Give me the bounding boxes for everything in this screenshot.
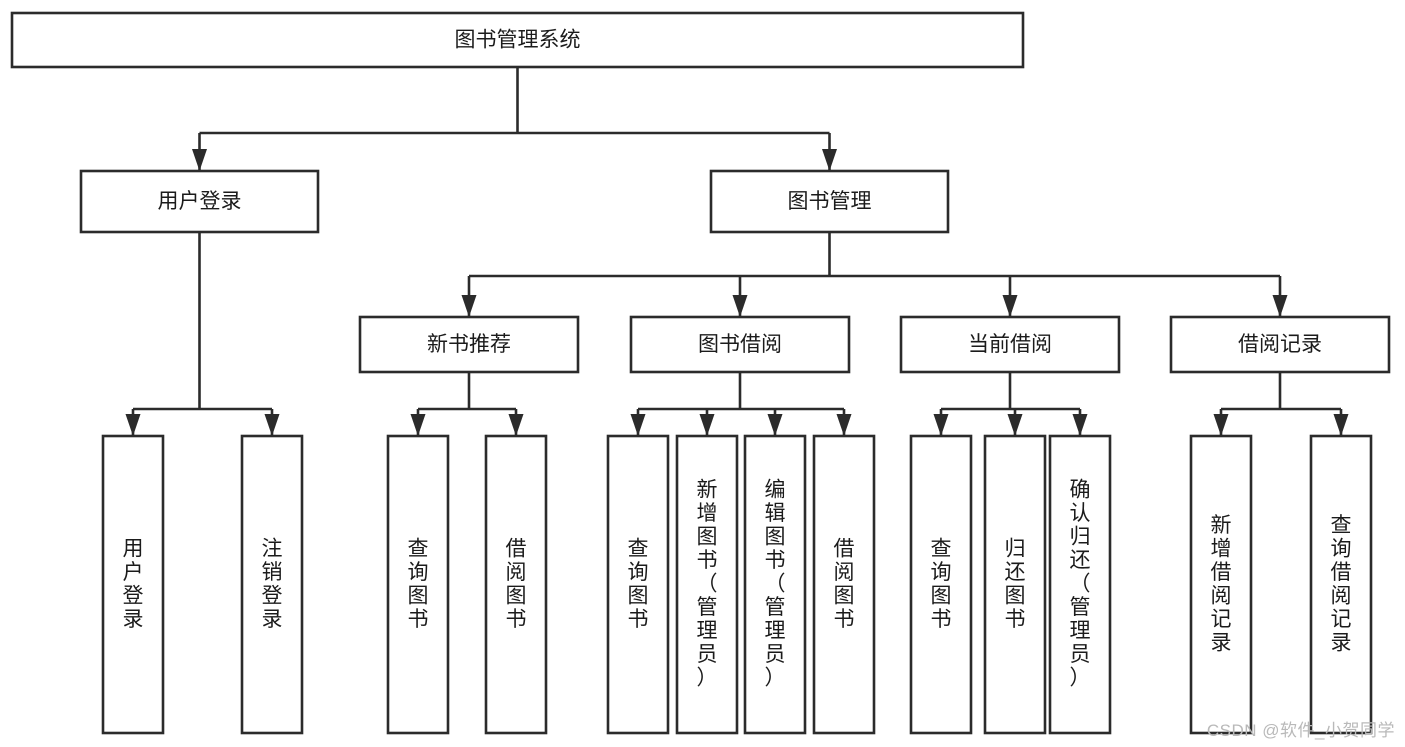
edge-borrow-arrowhead-3 [836,414,852,436]
node-root-system-box[interactable] [10,11,1025,69]
node-leaf-node-2-查询图书[interactable]: 查询图书 [386,434,450,735]
node-leaf-node-8-查询图书-box[interactable] [909,434,973,735]
edge-book-mgmt-arrowhead-0 [461,295,477,317]
node-leaf-node-5-新增图书管理员-box[interactable] [675,434,739,735]
node-l3-node-2-当前借阅-box[interactable] [899,315,1121,374]
node-leaf-node-8-查询图书[interactable]: 查询图书 [909,434,973,735]
node-leaf-node-7-借阅图书-box[interactable] [812,434,876,735]
node-leaf-node-0-用户登录-label: 用户登录 [123,537,144,631]
node-leaf-node-0-用户登录-box[interactable] [101,434,165,735]
node-leaf-node-6-编辑图书管理员[interactable]: 编辑图书（管理员） [743,434,807,735]
node-leaf-node-1-注销登录-box[interactable] [240,434,304,735]
node-leaf-node-11-新增借阅记录[interactable]: 新增借阅记录 [1189,434,1253,735]
node-leaf-node-10-确认归还管理员[interactable]: 确认归还（管理员） [1048,434,1112,735]
edge-records-arrowhead-0 [1213,414,1229,436]
node-leaf-node-11-新增借阅记录-label: 新增借阅记录 [1211,514,1232,655]
node-root-system-label: 图书管理系统 [455,29,581,52]
edge-user-login-arrowhead-0 [125,414,141,436]
node-l3-node-2-当前借阅[interactable]: 当前借阅 [899,315,1121,374]
node-leaf-node-3-借阅图书-box[interactable] [484,434,548,735]
node-leaf-node-10-确认归还管理员-box[interactable] [1048,434,1112,735]
node-l2-node-1-图书管理[interactable]: 图书管理 [709,169,950,234]
node-l3-node-1-图书借阅-label: 图书借阅 [698,333,782,356]
node-l3-node-1-图书借阅-box[interactable] [629,315,851,374]
node-leaf-node-2-查询图书-box[interactable] [386,434,450,735]
node-leaf-node-1-注销登录-label: 注销登录 [262,537,283,631]
edge-new-book-arrowhead-1 [508,414,524,436]
edge-records-arrowhead-1 [1333,414,1349,436]
node-layer: 图书管理系统用户登录图书管理新书推荐图书借阅当前借阅借阅记录用户登录注销登录查询… [10,11,1391,735]
node-l3-node-1-图书借阅[interactable]: 图书借阅 [629,315,851,374]
edge-book-mgmt-arrowhead-1 [732,295,748,317]
node-leaf-node-10-确认归还管理员-label: 确认归还（管理员） [1070,479,1091,690]
node-leaf-node-1-注销登录[interactable]: 注销登录 [240,434,304,735]
node-leaf-node-9-归还图书-label: 归还图书 [1005,537,1026,631]
node-leaf-node-7-借阅图书-label: 借阅图书 [834,537,855,631]
edge-root-arrowhead-0 [192,149,207,171]
edge-borrow-arrowhead-0 [630,414,646,436]
connector-layer [125,67,1349,436]
edge-root-arrowhead-1 [822,149,837,171]
node-l3-node-0-新书推荐-box[interactable] [358,315,580,374]
node-leaf-node-2-查询图书-label: 查询图书 [408,537,429,631]
node-l3-node-0-新书推荐-label: 新书推荐 [427,333,511,356]
node-l2-node-1-图书管理-box[interactable] [709,169,950,234]
node-leaf-node-6-编辑图书管理员-box[interactable] [743,434,807,735]
node-leaf-node-6-编辑图书管理员-label: 编辑图书（管理员） [765,479,786,690]
node-leaf-node-4-查询图书[interactable]: 查询图书 [606,434,670,735]
node-leaf-node-9-归还图书[interactable]: 归还图书 [983,434,1047,735]
node-l3-node-3-借阅记录-box[interactable] [1169,315,1391,374]
edge-current-arrowhead-2 [1072,414,1088,436]
node-l3-node-2-当前借阅-label: 当前借阅 [968,333,1052,356]
node-leaf-node-0-用户登录[interactable]: 用户登录 [101,434,165,735]
node-l2-node-1-图书管理-label: 图书管理 [788,190,872,213]
node-leaf-node-11-新增借阅记录-box[interactable] [1189,434,1253,735]
edge-new-book-arrowhead-0 [410,414,426,436]
edge-book-mgmt-arrowhead-3 [1272,295,1288,317]
node-l3-node-0-新书推荐[interactable]: 新书推荐 [358,315,580,374]
node-l2-node-0-用户登录-box[interactable] [79,169,320,234]
node-root-system[interactable]: 图书管理系统 [10,11,1025,69]
node-leaf-node-4-查询图书-box[interactable] [606,434,670,735]
node-leaf-node-3-借阅图书-label: 借阅图书 [506,537,527,631]
edge-borrow-arrowhead-1 [699,414,715,436]
edge-borrow-arrowhead-2 [767,414,783,436]
edge-current-arrowhead-1 [1007,414,1023,436]
node-leaf-node-5-新增图书管理员[interactable]: 新增图书（管理员） [675,434,739,735]
node-leaf-node-3-借阅图书[interactable]: 借阅图书 [484,434,548,735]
node-l3-node-3-借阅记录-label: 借阅记录 [1238,333,1322,356]
node-l2-node-0-用户登录[interactable]: 用户登录 [79,169,320,234]
node-l3-node-3-借阅记录[interactable]: 借阅记录 [1169,315,1391,374]
csdn-watermark: CSDN @软件_小贺同学 [1206,721,1395,740]
node-leaf-node-12-查询借阅记录[interactable]: 查询借阅记录 [1309,434,1373,735]
node-leaf-node-5-新增图书管理员-label: 新增图书（管理员） [697,479,718,690]
edge-current-arrowhead-0 [933,414,949,436]
node-leaf-node-12-查询借阅记录-box[interactable] [1309,434,1373,735]
node-leaf-node-9-归还图书-box[interactable] [983,434,1047,735]
node-l2-node-0-用户登录-label: 用户登录 [158,190,242,213]
edge-user-login-arrowhead-1 [264,414,280,436]
node-leaf-node-4-查询图书-label: 查询图书 [628,537,649,631]
node-leaf-node-12-查询借阅记录-label: 查询借阅记录 [1331,514,1352,655]
edge-book-mgmt-arrowhead-2 [1002,295,1018,317]
node-leaf-node-8-查询图书-label: 查询图书 [931,537,952,631]
node-leaf-node-7-借阅图书[interactable]: 借阅图书 [812,434,876,735]
